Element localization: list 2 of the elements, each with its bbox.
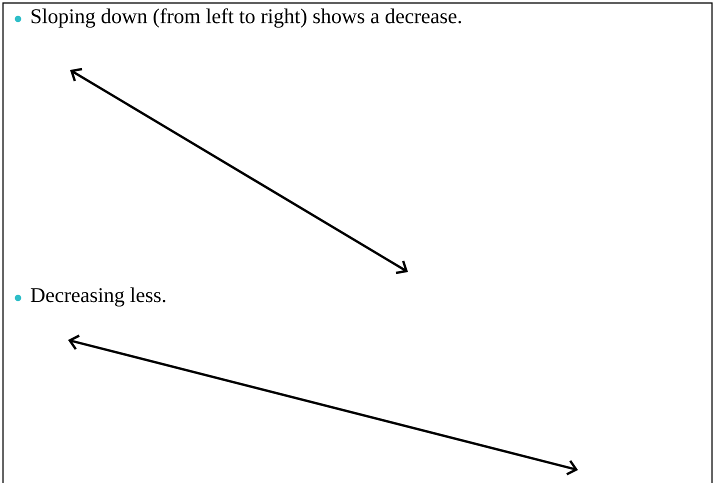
bullet-text: Sloping down (from left to right) shows a decrease. — [32, 8, 461, 28]
bullet-text: Decreasing less. — [30, 287, 166, 307]
